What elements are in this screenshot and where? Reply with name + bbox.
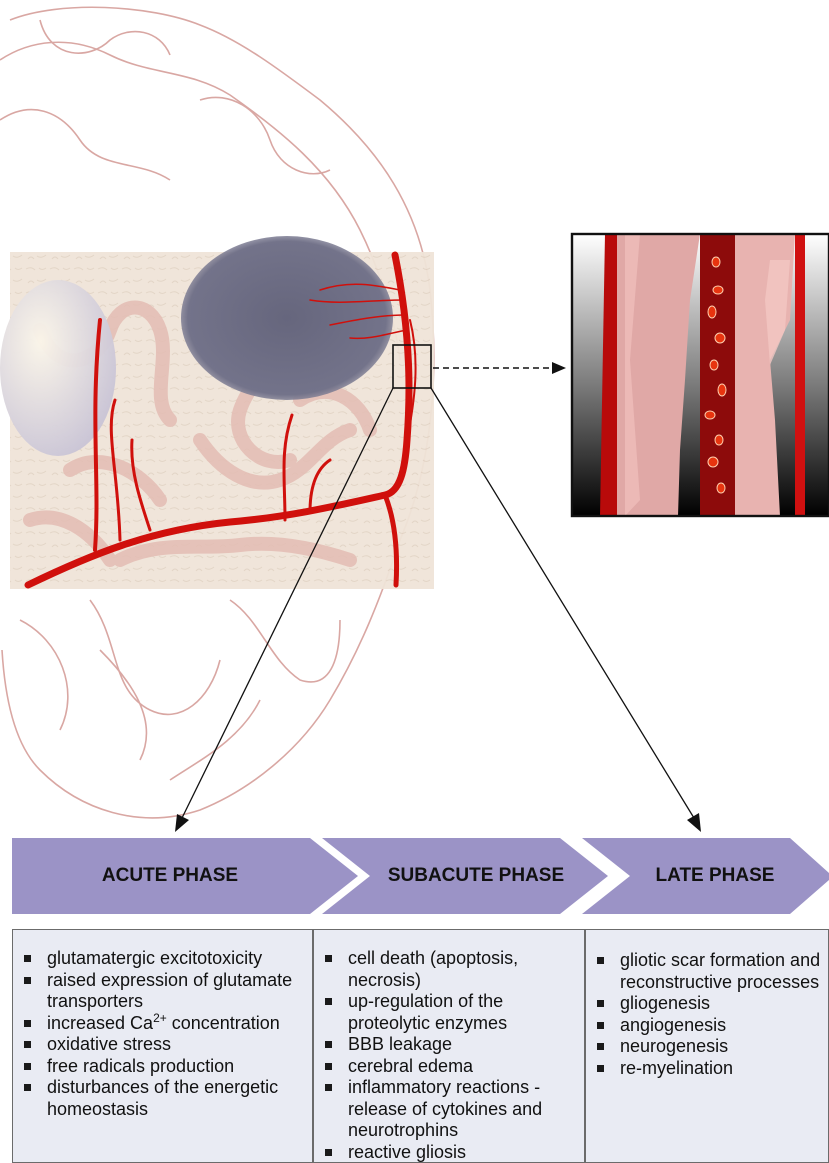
dashed-connector-arrowhead	[552, 362, 566, 374]
infarct-core	[181, 236, 393, 400]
subacute-phase-label: SUBACUTE PHASE	[360, 858, 592, 894]
list-item: glutamatergic excitotoxicity	[21, 948, 304, 970]
list-item: raised expression of glutamate transport…	[21, 970, 304, 1013]
ca-prefix: increased Ca	[47, 1013, 153, 1033]
acute-phase-label: ACUTE PHASE	[20, 858, 320, 894]
list-item: gliogenesis	[594, 993, 822, 1015]
stroke-illustration	[0, 0, 829, 929]
ca-superscript: 2+	[153, 1011, 167, 1025]
acute-phase-panel: glutamatergic excitotoxicity raised expr…	[12, 929, 313, 1163]
list-item: free radicals production	[21, 1056, 304, 1078]
list-item: disturbances of the energetic homeostasi…	[21, 1077, 304, 1120]
list-item: BBB leakage	[322, 1034, 578, 1056]
subacute-phase-panel: cell death (apoptosis, necrosis) up-regu…	[313, 929, 585, 1163]
list-item: reactive gliosis	[322, 1142, 578, 1163]
list-item: increased Ca2+ concentration	[21, 1013, 304, 1035]
late-phase-label: LATE PHASE	[630, 858, 800, 894]
arrow-to-acute-head	[175, 814, 189, 832]
ca-suffix: concentration	[167, 1013, 280, 1033]
ventricle	[0, 280, 116, 456]
vessel-zoom-panel	[572, 234, 829, 516]
list-item: up-regulation of the proteolytic enzymes	[322, 991, 578, 1034]
list-item: oxidative stress	[21, 1034, 304, 1056]
list-item: re-myelination	[594, 1058, 822, 1080]
list-item: cerebral edema	[322, 1056, 578, 1078]
list-item: inflammatory reactions - release of cyto…	[322, 1077, 578, 1142]
arrow-to-late-head	[687, 813, 701, 832]
list-item: cell death (apoptosis, necrosis)	[322, 948, 578, 991]
list-item: angiogenesis	[594, 1015, 822, 1037]
list-item: gliotic scar formation and reconstructiv…	[594, 950, 822, 993]
late-phase-panel: gliotic scar formation and reconstructiv…	[585, 929, 829, 1163]
list-item: neurogenesis	[594, 1036, 822, 1058]
